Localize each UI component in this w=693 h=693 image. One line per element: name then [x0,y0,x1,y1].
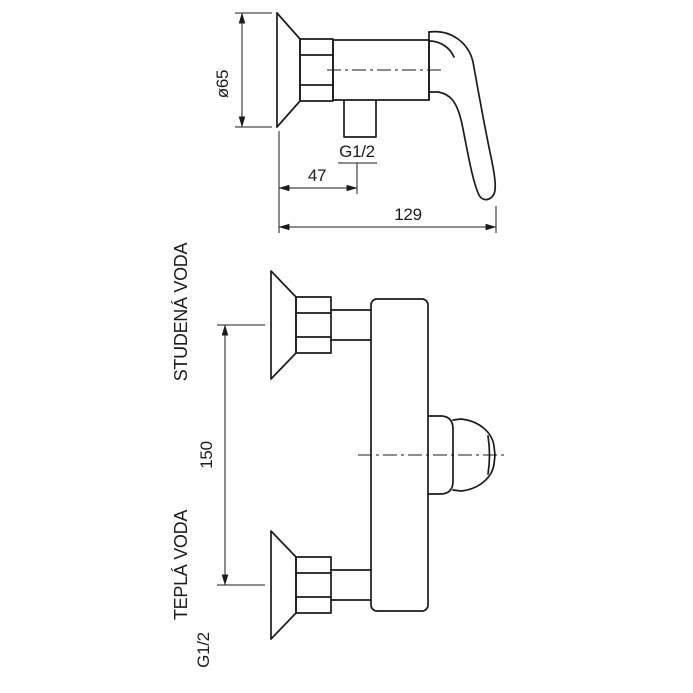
side-view-dimensions: ø65 G1/2 47 129 [213,12,497,233]
hot-water-label: TEPLÁ VODA [171,510,191,620]
cold-water-label: STUDENÁ VODA [171,243,191,382]
front-view [270,270,508,640]
dim-inlet-spacing: 150 [197,324,265,586]
shower-outlet-side [343,99,377,138]
dim-total-depth: 129 [278,205,497,233]
dim-150-label: 150 [197,441,216,468]
dim-diameter-65: ø65 [213,12,272,128]
front-view-dimensions: 150 STUDENÁ VODA TEPLÁ VODA G1/2 [171,243,265,668]
diameter-label: ø65 [213,70,232,98]
wall-flange-side [276,12,301,128]
inlet-thread-label: G1/2 [194,632,213,668]
hot-inlet-flange [270,530,372,640]
dim-47-label: 47 [308,166,326,185]
dim-wall-to-outlet: 47 [278,131,358,233]
outlet-thread-label: G1/2 [339,142,375,161]
dim-outlet-thread: G1/2 [338,142,377,194]
cold-inlet-flange [270,270,372,380]
lever-handle-side [428,30,497,201]
side-view [276,12,497,201]
dim-129-label: 129 [394,205,421,224]
